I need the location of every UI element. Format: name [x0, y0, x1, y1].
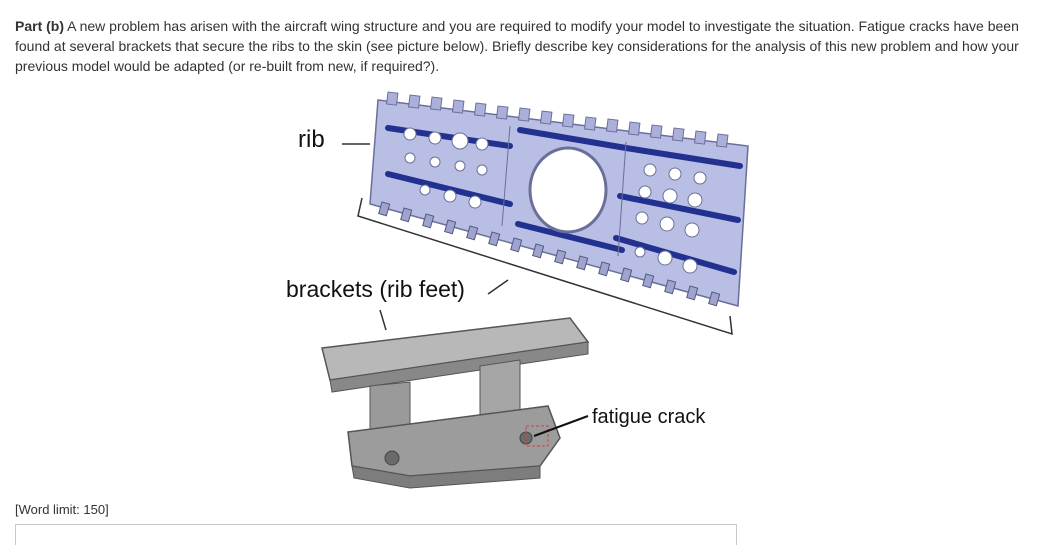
brackets-brace — [357, 197, 733, 336]
answer-input-box[interactable] — [15, 524, 737, 545]
brackets-label: brackets (rib feet) — [286, 276, 465, 302]
fatigue-crack-label: fatigue crack — [592, 406, 706, 428]
rib-bracket-illustration — [321, 91, 749, 489]
brackets-leader-line — [487, 279, 509, 295]
bracket-closeup-drawing — [321, 317, 590, 489]
question-text: Part (b) A new problem has arisen with t… — [15, 16, 1025, 76]
part-label: Part (b) — [15, 18, 64, 34]
word-limit-note: [Word limit: 150] — [15, 502, 109, 517]
crack-marker — [525, 425, 549, 447]
brackets-leader-line-2 — [379, 309, 387, 331]
wing-rib-figure: rib brackets (rib feet) fatigue crack — [270, 86, 770, 496]
crack-leader-line — [533, 415, 589, 437]
rib-panel-drawing — [369, 91, 749, 307]
question-body: A new problem has arisen with the aircra… — [15, 18, 1019, 74]
rib-label: rib — [298, 126, 325, 153]
